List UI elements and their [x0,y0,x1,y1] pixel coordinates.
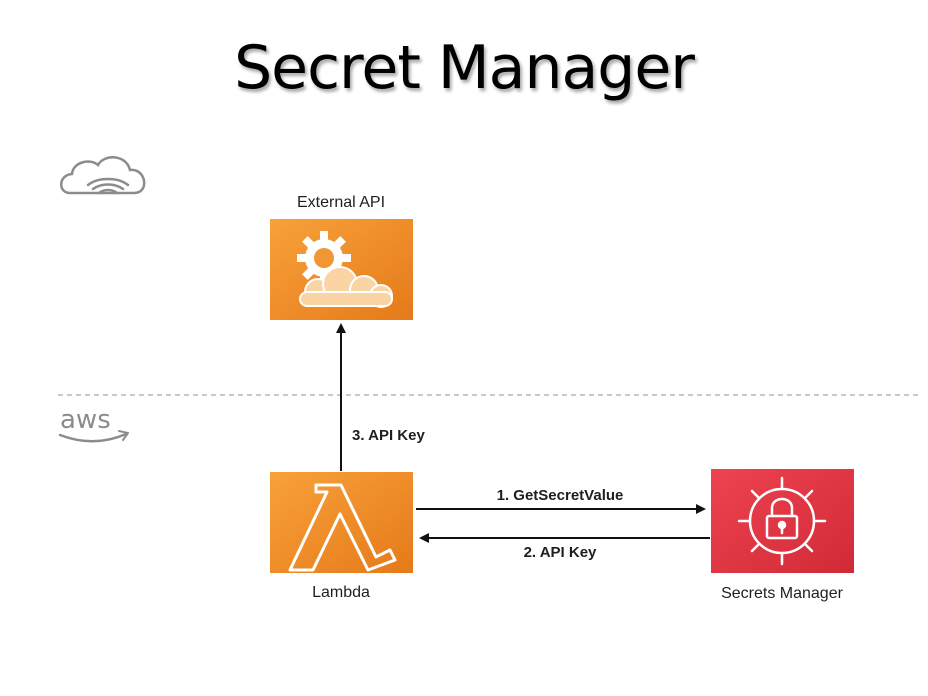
external-api-node [270,219,413,320]
edge-label-api-key-external: 3. API Key [352,427,425,444]
lambda-label: Lambda [312,584,370,601]
aws-logo-icon: aws [58,405,129,443]
edge-label-get-secret-value: 1. GetSecretValue [497,487,624,504]
lambda-icon [288,483,397,572]
external-api-label: External API [297,194,385,211]
internet-cloud-icon [60,156,146,195]
secrets-manager-node [711,469,854,573]
edge-label-api-key-return: 2. API Key [524,544,597,561]
secrets-manager-lock-icon [737,476,827,566]
secrets-manager-label: Secrets Manager [721,585,844,602]
slide-title: Secret Manager [234,33,695,103]
lambda-node [270,472,413,573]
svg-text:aws: aws [60,405,111,435]
api-gear-cloud-icon [297,231,393,308]
